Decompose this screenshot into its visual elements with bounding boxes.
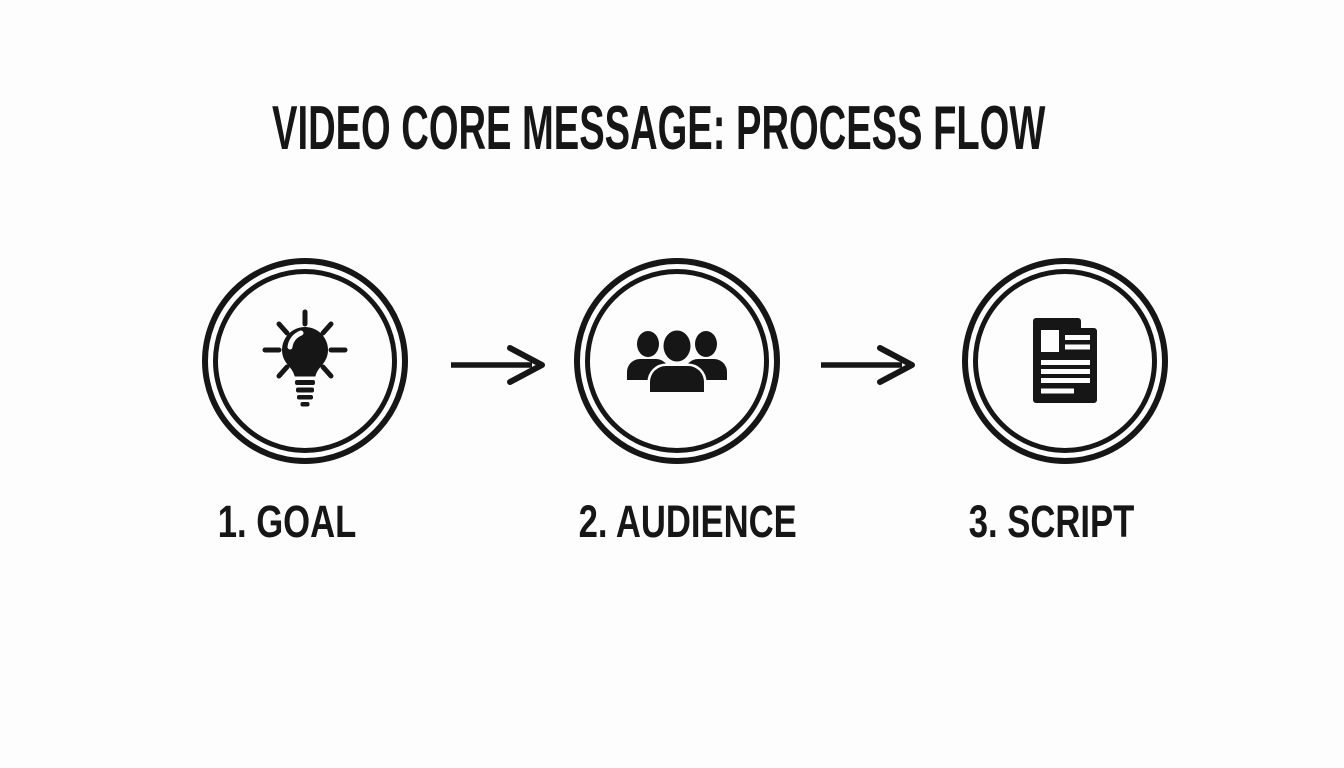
step-label-script: 3. SCRIPT (882, 499, 1222, 545)
step-circle-goal (202, 258, 408, 464)
step-circle-script (962, 258, 1168, 464)
step-label-script-text: 3. SCRIPT (969, 496, 1135, 547)
arrow-right-icon (821, 345, 915, 385)
lightbulb-icon (262, 309, 348, 407)
script-document-icon (1033, 318, 1097, 403)
step-label-goal-text: 1. GOAL (217, 496, 357, 547)
step-label-audience: 2. AUDIENCE (518, 499, 858, 545)
step-label-goal: 1. GOAL (117, 499, 457, 545)
arrow-right-icon (451, 345, 545, 385)
step-circle-audience-inner-ring (585, 269, 769, 453)
step-circle-script-inner-ring (973, 269, 1157, 453)
diagram-title: VIDEO CORE MESSAGE: PROCESS FLOW (0, 97, 1331, 161)
step-circle-goal-inner-ring (213, 269, 397, 453)
diagram-title-text: VIDEO CORE MESSAGE: PROCESS FLOW (272, 94, 1046, 163)
step-circle-audience (574, 258, 780, 464)
step-label-audience-text: 2. AUDIENCE (578, 496, 798, 547)
audience-people-icon (627, 328, 727, 395)
